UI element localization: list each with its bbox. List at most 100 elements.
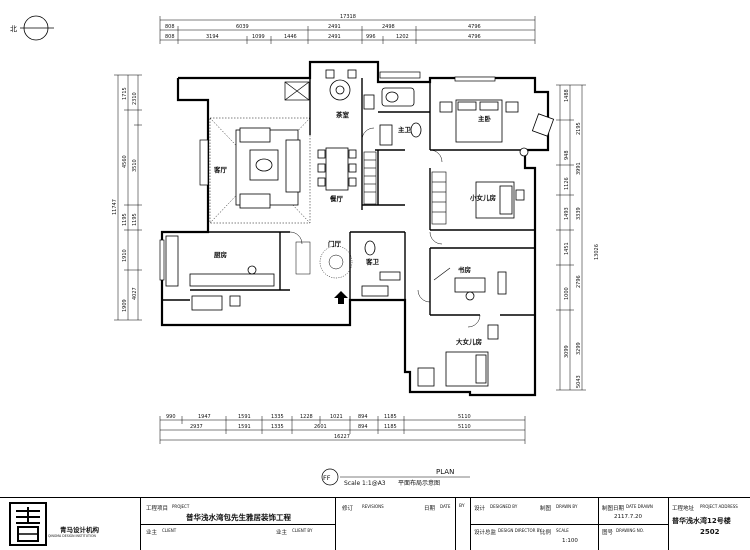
dim-top-2: 6039 [236, 24, 249, 30]
room-label-master-bath: 主卫 [398, 125, 412, 134]
dim-right2-3: 3339 [576, 207, 582, 220]
plan-title: PLAN [436, 468, 454, 476]
address-value: 普华浅水湾12号楼 [672, 517, 731, 525]
dim-bottom-4: 1335 [271, 414, 284, 420]
plan-badge: FF [323, 474, 331, 482]
dim-right-5: 1451 [564, 242, 570, 255]
left-dimension-lines [114, 74, 142, 321]
draw-label: 制图 [540, 506, 552, 512]
room-label-study: 书房 [458, 265, 472, 274]
floor-plan-drawing: 北 17318 808 6039 2491 2498 4796 808 3194… [10, 14, 600, 487]
dim-left2-4: 4027 [132, 287, 138, 300]
dim-bottom-5: 1228 [300, 414, 313, 420]
study-furniture [433, 267, 507, 301]
drawdate-value: 2117.7.20 [614, 514, 642, 520]
rev-en: REVISIONS [362, 504, 384, 509]
small-girl-bed [475, 181, 525, 219]
dim-top-3: 2491 [328, 24, 341, 30]
scale-value: 1:100 [562, 538, 578, 544]
owner-sig-label: 业主 [276, 530, 288, 536]
dim-bottom-1: 990 [166, 414, 176, 420]
dim-top-4: 2498 [382, 24, 395, 30]
dim-top-1: 808 [165, 24, 175, 30]
dim-left-4: 1910 [122, 249, 128, 262]
dining-table [317, 147, 357, 191]
dim-bottom-6: 1021 [330, 414, 343, 420]
director-en: DESIGN DIRECTOR BY [498, 528, 542, 533]
dim-left2-2: 3510 [132, 159, 138, 172]
dim-top2-2: 3194 [206, 34, 219, 40]
dim-bottom2-5: 894 [358, 424, 368, 430]
dim-right-4: 1493 [564, 207, 570, 220]
interior-walls [162, 78, 535, 316]
address-label: 工程地址 [672, 506, 695, 512]
living-sofa-set [235, 127, 301, 209]
draw-en: DRAWN BY [556, 504, 578, 509]
dim-right-7: 3099 [564, 345, 570, 358]
dim-top-total: 17318 [340, 14, 356, 20]
dim-top2-7: 1202 [396, 34, 409, 40]
drawdate-en: DATE DRAWN [626, 504, 653, 509]
dim-left-2: 4560 [122, 155, 128, 168]
dim-right-1: 1488 [564, 89, 570, 102]
kitchen-counters [165, 235, 275, 311]
plan-caption: FF PLAN Scale 1:1@A3 平面布局示意图 [321, 468, 470, 487]
date-label: 日期 [424, 506, 436, 512]
room-label-guest-bath: 客卫 [365, 257, 380, 266]
guest-bath-fixtures [361, 240, 401, 297]
right-dimension-lines [556, 84, 586, 391]
master-bed [439, 99, 555, 157]
director-label: 设计总监 [474, 530, 497, 536]
room-label-kitchen: 厨房 [214, 250, 228, 259]
dim-bottom-3: 1591 [238, 414, 251, 420]
scale-label: 比例 [540, 530, 552, 536]
logo-block: 青马设计机构 QINGMA DESIGN INSTITUTION [0, 498, 140, 550]
room-label-tea: 茶室 [335, 110, 350, 119]
room-label-foyer: 门厅 [328, 239, 342, 248]
dim-bottom-total: 16227 [334, 434, 350, 440]
project-name: 普华浅水湾包先生雅居装饰工程 [186, 513, 291, 522]
title-block: 青马设计机构 QINGMA DESIGN INSTITUTION 工程项目 PR… [0, 497, 750, 550]
date-en: DATE [440, 504, 451, 509]
dim-right2-2: 3991 [576, 162, 582, 175]
owner-label-en: CLIENT [162, 528, 177, 533]
logo-sub: QINGMA DESIGN INSTITUTION [48, 534, 96, 538]
bottom-dimension-lines [159, 416, 526, 444]
owner-label: 业主 [146, 530, 158, 536]
address-en: PROJECT ADDRESS [700, 504, 738, 509]
dim-right-2: 948 [564, 150, 570, 160]
dim-left-1: 1715 [122, 87, 128, 100]
dim-right2-6: 5043 [576, 375, 582, 388]
exterior-walls [160, 60, 550, 397]
project-label: 工程项目 [146, 506, 169, 512]
dim-top2-6: 996 [366, 34, 376, 40]
dim-bottom2-1: 2937 [190, 424, 203, 430]
dim-left-5: 1909 [122, 299, 128, 312]
dim-top2-5: 2491 [328, 34, 341, 40]
dim-bottom2-2: 1591 [238, 424, 251, 430]
tea-room-furniture [325, 69, 375, 110]
drawdate-label: 制图日期 [602, 506, 625, 512]
windows [159, 71, 496, 281]
room-label-dining: 餐厅 [329, 194, 344, 203]
dim-bottom2-3: 1335 [271, 424, 284, 430]
drawno-label: 图号 [602, 530, 614, 536]
room-label-master-bed: 主卧 [478, 114, 492, 123]
owner-sig-en: CLIENT BY [292, 528, 313, 533]
logo-name: 青马设计机构 [60, 526, 99, 534]
dim-right-total: 13026 [594, 244, 600, 260]
dim-left-total: 11747 [112, 199, 118, 215]
by-label: BY [459, 504, 465, 509]
top-dimension-lines [159, 16, 536, 44]
design-en: DESIGNED BY [490, 504, 518, 509]
dim-right-3: 1126 [564, 177, 570, 190]
dim-right2-4: 2796 [576, 275, 582, 288]
project-label-en: PROJECT [172, 504, 190, 509]
dim-bottom-9: 5110 [458, 414, 471, 420]
dim-bottom2-7: 5110 [458, 424, 471, 430]
room-label-small-girl: 小女儿房 [469, 193, 497, 202]
room-label-big-girl: 大女儿房 [456, 337, 483, 346]
dim-bottom2-6: 1185 [384, 424, 397, 430]
big-girl-bed [417, 324, 499, 387]
plan-subtitle: 平面布局示意图 [398, 479, 440, 487]
